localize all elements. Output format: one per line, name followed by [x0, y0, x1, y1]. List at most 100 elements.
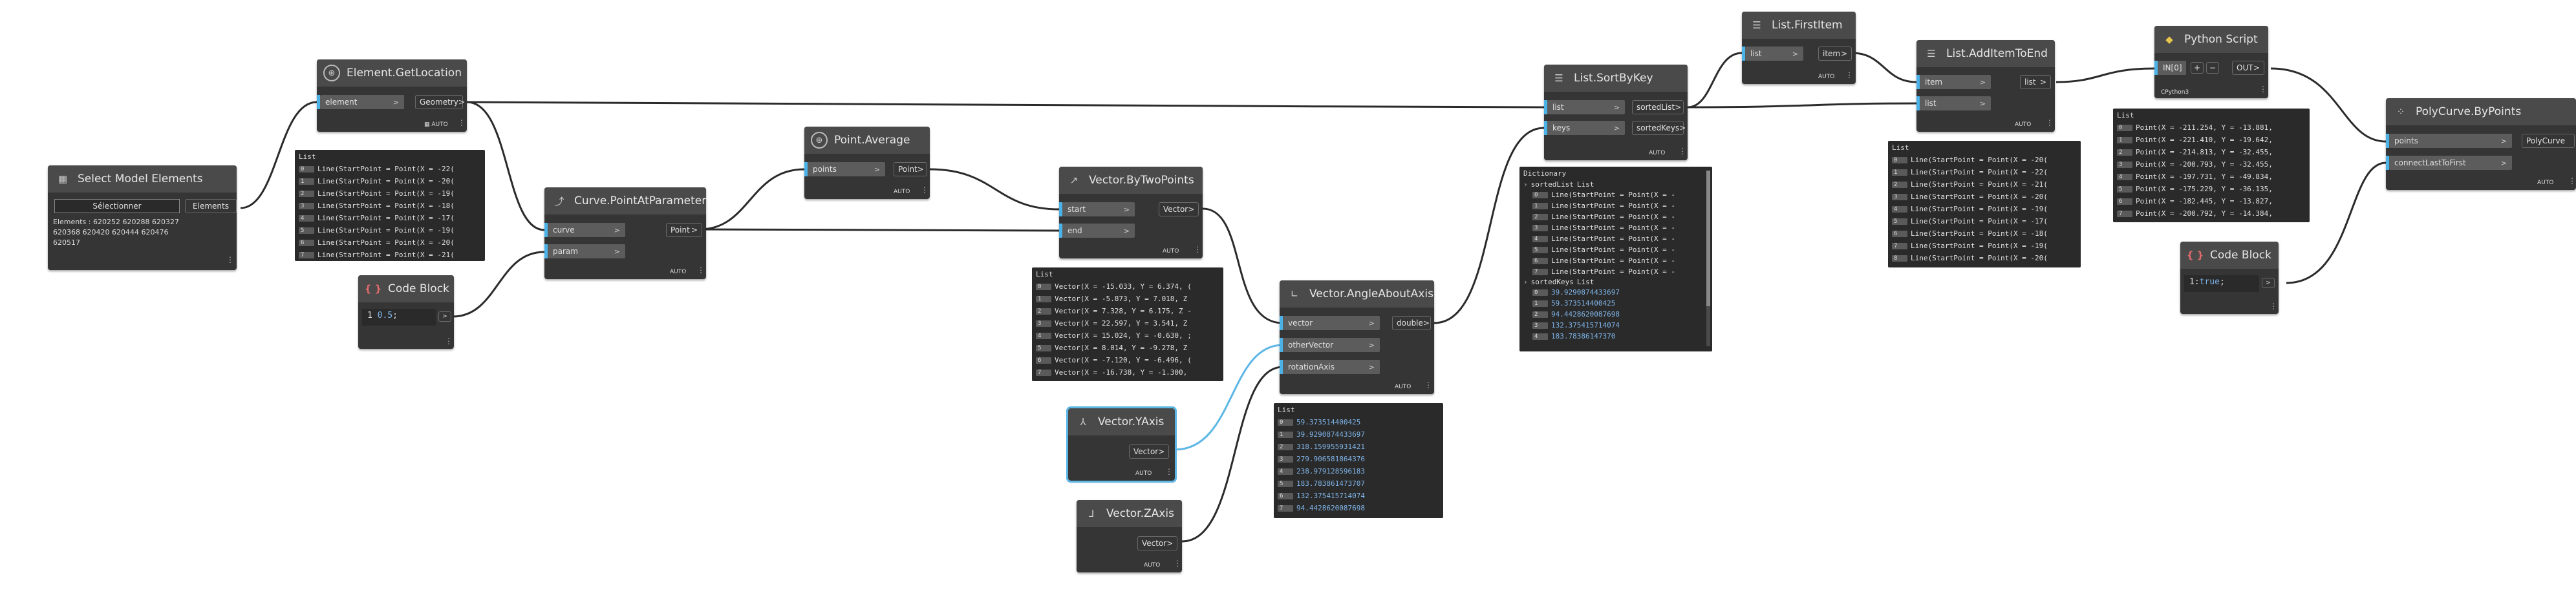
input-port-connectlasttofirst[interactable]: connectLastToFirst>	[2386, 156, 2512, 170]
node-menu-icon[interactable]: ⋮	[445, 337, 453, 346]
list-index: 3	[1278, 455, 1293, 463]
list-sortbykey-node[interactable]: ☰List.SortByKey list> keys> sortedList> …	[1544, 65, 1688, 160]
node-menu-icon[interactable]: ⋮	[458, 118, 466, 127]
input-port-points[interactable]: points>	[2386, 134, 2512, 148]
lacing-auto[interactable]: AUTO	[1818, 74, 1835, 80]
preview-scrollbar[interactable]	[1706, 171, 1710, 306]
output-port-elements[interactable]: Elements	[185, 199, 237, 213]
code-block-node[interactable]: { }Code Block 1 0.5; > ⋮	[358, 275, 454, 349]
input-port-points[interactable]: points>	[804, 162, 885, 176]
output-port-vector[interactable]: Vector>	[1159, 202, 1199, 216]
list-value: 132.375415714074	[1551, 321, 1620, 329]
node-menu-icon[interactable]: ⋮	[1679, 147, 1686, 156]
output-port-point[interactable]: Point>	[894, 162, 927, 176]
list-value: Line(StartPoint = Point(X = -	[1551, 235, 1676, 243]
input-port-start[interactable]: start>	[1059, 202, 1135, 216]
list-index: 1	[1532, 202, 1548, 209]
list-index: 8	[1892, 255, 1907, 262]
output-port-vector[interactable]: Vector>	[1129, 444, 1169, 459]
code-input[interactable]: 1:true;	[2184, 275, 2259, 292]
list-additemtoend-node[interactable]: ☰List.AddItemToEnd item> list> list> AUT…	[1916, 40, 2055, 132]
select-button[interactable]: Sélectionner	[54, 199, 180, 213]
node-menu-icon[interactable]: ⋮	[1845, 70, 1853, 79]
wire-select-getloc	[240, 101, 317, 209]
output-port[interactable]: >	[2262, 278, 2275, 288]
lacing-auto[interactable]: AUTO	[1395, 384, 1411, 390]
input-port-in0[interactable]: IN[0]	[2154, 61, 2186, 75]
vector-bytwopoints-node[interactable]: ↗Vector.ByTwoPoints start> end> Vector> …	[1059, 167, 1203, 258]
wire-sort-first	[1687, 52, 1743, 109]
node-menu-icon[interactable]: ⋮	[2270, 302, 2277, 311]
input-port-othervector[interactable]: otherVector>	[1280, 338, 1380, 352]
node-menu-icon[interactable]: ⋮	[921, 185, 928, 194]
lacing-auto[interactable]: ▦ AUTO	[424, 121, 448, 128]
list-value: Line(StartPoint = Point(X = -20(	[317, 177, 455, 185]
wire-py-poly	[2270, 67, 2387, 143]
curve-pointatparameter-node[interactable]: ⤴Curve.PointAtParameter curve> param> Po…	[544, 187, 706, 279]
input-port-end[interactable]: end>	[1059, 224, 1135, 238]
output-port-vector[interactable]: Vector>	[1137, 536, 1177, 550]
vector-yaxis-node[interactable]: ⅄Vector.YAxis Vector> AUTO ⋮	[1066, 406, 1177, 483]
select-model-elements-node[interactable]: ▦Select Model Elements Sélectionner Elem…	[48, 165, 237, 270]
node-menu-icon[interactable]: ⋮	[1165, 467, 1173, 476]
python-script-node[interactable]: ◆Python Script IN[0] + − OUT> CPython3 ⋮	[2154, 26, 2268, 98]
wire-pap-avg	[699, 168, 805, 231]
output-port-geometry[interactable]: Geometry>	[415, 95, 465, 109]
list-index: 6	[2117, 198, 2132, 205]
node-menu-icon[interactable]: ⋮	[697, 266, 705, 275]
input-port-list[interactable]: list>	[1544, 100, 1625, 114]
vector-zaxis-node[interactable]: ⅃Vector.ZAxis Vector> AUTO ⋮	[1077, 500, 1182, 572]
vector-angleaboutaxis-node[interactable]: ∟Vector.AngleAboutAxis vector> otherVect…	[1280, 280, 1434, 394]
lacing-auto[interactable]: AUTO	[670, 269, 687, 275]
input-port-keys[interactable]: keys>	[1544, 121, 1625, 135]
node-menu-icon[interactable]: ⋮	[2046, 118, 2054, 127]
point-average-node[interactable]: ⊕Point.Average points> Point> AUTO ⋮	[804, 127, 930, 199]
lacing-auto[interactable]: AUTO	[1144, 562, 1161, 569]
remove-input-button[interactable]: −	[2206, 62, 2219, 74]
input-port-rotationaxis[interactable]: rotationAxis>	[1280, 360, 1380, 374]
node-menu-icon[interactable]: ⋮	[2568, 176, 2576, 185]
input-port-list[interactable]: list>	[1742, 47, 1803, 61]
lacing-auto[interactable]: AUTO	[1649, 150, 1666, 156]
lacing-auto[interactable]: AUTO	[1135, 470, 1152, 477]
node-menu-icon[interactable]: ⋮	[1174, 559, 1181, 568]
input-port-curve[interactable]: curve>	[544, 223, 625, 237]
output-port-sortedlist[interactable]: sortedList>	[1632, 100, 1684, 114]
list-value: Point(X = -200.793, Y = -32.455,	[2136, 160, 2273, 169]
element-getlocation-node[interactable]: ⊕Element.GetLocation element> Geometry> …	[317, 59, 467, 132]
node-menu-icon[interactable]: ⋮	[226, 255, 234, 264]
output-port-list[interactable]: list>	[2020, 75, 2051, 89]
input-port-list[interactable]: list>	[1916, 96, 1991, 110]
node-menu-icon[interactable]: ⋮	[2259, 85, 2267, 94]
list-index: 0	[299, 165, 314, 172]
output-port[interactable]: >	[438, 311, 451, 322]
list-firstitem-node[interactable]: ☰List.FirstItem list> item> AUTO ⋮	[1742, 12, 1856, 84]
add-input-button[interactable]: +	[2191, 62, 2204, 74]
lacing-auto[interactable]: AUTO	[894, 189, 910, 195]
wire-btp-aaa	[1202, 207, 1283, 324]
lacing-auto[interactable]: AUTO	[1163, 248, 1179, 255]
output-port-item[interactable]: item>	[1818, 47, 1852, 61]
output-port-polycurve[interactable]: PolyCurve	[2522, 134, 2575, 148]
lacing-auto[interactable]: AUTO	[2015, 121, 2032, 128]
output-port-point[interactable]: Point>	[666, 223, 702, 237]
output-port-double[interactable]: double>	[1392, 316, 1431, 330]
input-port-item[interactable]: item>	[1916, 75, 1991, 89]
code-input[interactable]: 1 0.5;	[362, 309, 436, 326]
output-port-sortedkeys[interactable]: sortedKeys>	[1632, 121, 1686, 135]
node-menu-icon[interactable]: ⋮	[1194, 245, 1201, 254]
input-port-vector[interactable]: vector>	[1280, 316, 1380, 330]
input-port-element[interactable]: element>	[317, 95, 404, 109]
polycurve-bypoints-node[interactable]: ⁘PolyCurve.ByPoints points> connectLastT…	[2386, 98, 2576, 190]
node-menu-icon[interactable]: ⋮	[1424, 381, 1432, 390]
lacing-auto[interactable]: AUTO	[2537, 180, 2554, 186]
output-port-out[interactable]: OUT>	[2232, 61, 2264, 75]
input-port-param[interactable]: param>	[544, 244, 625, 258]
code-block-true-node[interactable]: { }Code Block 1:true; > ⋮	[2180, 242, 2279, 314]
